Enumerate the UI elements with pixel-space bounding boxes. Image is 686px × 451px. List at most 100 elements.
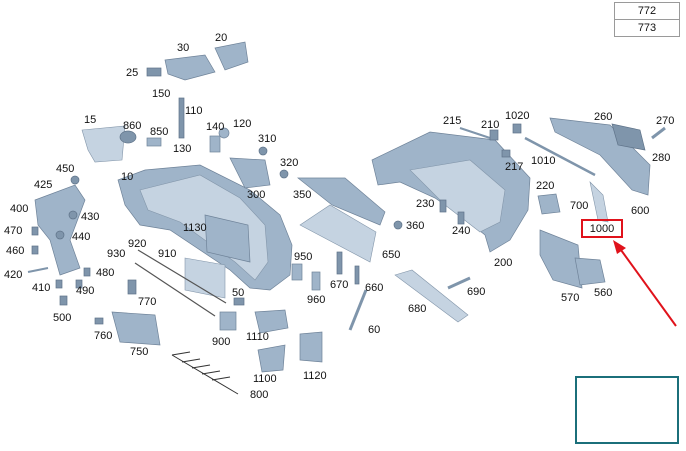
part-280[interactable]	[611, 123, 646, 151]
part-570[interactable]	[539, 229, 583, 289]
reference-cell-2[interactable]: 773	[614, 19, 680, 37]
cable-920[interactable]	[137, 249, 227, 304]
label-240: 240	[452, 225, 470, 237]
label-200: 200	[494, 257, 512, 269]
part-690[interactable]	[447, 276, 471, 290]
label-280: 280	[652, 152, 670, 164]
label-950: 950	[294, 251, 312, 263]
label-500: 500	[53, 312, 71, 324]
label-110: 110	[185, 105, 203, 117]
part-410[interactable]	[55, 279, 63, 289]
label-900: 900	[212, 336, 230, 348]
label-25: 25	[126, 67, 138, 79]
label-10: 10	[121, 171, 133, 183]
part-60[interactable]	[348, 289, 368, 331]
part-430[interactable]	[68, 210, 78, 220]
part-1100[interactable]	[257, 344, 286, 373]
part-1010[interactable]	[524, 136, 596, 177]
part-670[interactable]	[336, 251, 343, 275]
part-1110[interactable]	[254, 309, 289, 334]
part-910[interactable]	[184, 257, 226, 299]
label-560: 560	[594, 287, 612, 299]
part-140[interactable]	[209, 135, 221, 153]
part-850[interactable]	[146, 137, 162, 147]
label-1120: 1120	[303, 370, 327, 382]
label-425: 425	[34, 179, 52, 191]
highlighted-part-callout[interactable]: 1000	[581, 219, 623, 238]
label-1010: 1010	[531, 155, 555, 167]
part-120[interactable]	[218, 127, 230, 139]
label-670: 670	[330, 279, 348, 291]
part-960[interactable]	[311, 271, 321, 291]
label-350: 350	[293, 189, 311, 201]
part-490[interactable]	[75, 279, 83, 289]
part-470[interactable]	[31, 226, 39, 236]
part-560[interactable]	[574, 257, 606, 286]
part-25[interactable]	[146, 67, 162, 77]
label-480: 480	[96, 267, 114, 279]
label-400: 400	[10, 203, 28, 215]
part-450[interactable]	[70, 175, 80, 185]
label-920: 920	[128, 238, 146, 250]
label-430: 430	[81, 211, 99, 223]
part-770[interactable]	[127, 279, 137, 295]
label-140: 140	[206, 121, 224, 133]
label-690: 690	[467, 286, 485, 298]
label-50: 50	[232, 287, 244, 299]
part-310[interactable]	[258, 146, 268, 156]
label-440: 440	[72, 231, 90, 243]
part-760[interactable]	[94, 317, 104, 325]
part-900[interactable]	[219, 311, 237, 331]
part-680[interactable]	[394, 269, 469, 323]
part-270[interactable]	[651, 126, 666, 140]
label-750: 750	[130, 346, 148, 358]
part-440[interactable]	[55, 230, 65, 240]
label-760: 760	[94, 330, 112, 342]
part-30[interactable]	[164, 54, 216, 81]
part-420[interactable]	[27, 267, 49, 273]
part-320[interactable]	[279, 169, 289, 179]
part-230[interactable]	[439, 199, 447, 213]
label-960: 960	[307, 294, 325, 306]
part-950[interactable]	[291, 263, 303, 281]
part-50[interactable]	[233, 297, 245, 306]
overview-thumbnail[interactable]	[575, 376, 679, 444]
part-20[interactable]	[214, 41, 249, 71]
part-860[interactable]	[119, 130, 137, 144]
part-360[interactable]	[393, 220, 403, 230]
impact-absorber[interactable]	[81, 125, 126, 163]
part-220[interactable]	[537, 193, 561, 215]
part-110[interactable]	[178, 97, 185, 139]
part-215[interactable]	[459, 127, 491, 139]
part-1020[interactable]	[512, 123, 522, 134]
label-910: 910	[158, 248, 176, 260]
label-220: 220	[536, 180, 554, 192]
part-1130[interactable]	[204, 214, 251, 263]
part-210[interactable]	[489, 129, 499, 141]
part-240[interactable]	[457, 211, 465, 225]
part-300[interactable]	[229, 157, 271, 189]
part-1120[interactable]	[299, 331, 323, 363]
label-800: 800	[250, 389, 268, 401]
label-660: 660	[365, 282, 383, 294]
label-30: 30	[177, 42, 189, 54]
left-bumper-bracket[interactable]	[34, 184, 86, 276]
part-350[interactable]	[296, 177, 386, 226]
label-460: 460	[6, 245, 24, 257]
part-460[interactable]	[31, 245, 39, 255]
part-217[interactable]	[501, 149, 511, 158]
label-270: 270	[656, 115, 674, 127]
label-650: 650	[382, 249, 400, 261]
label-210: 210	[481, 119, 499, 131]
part-700[interactable]	[589, 181, 609, 223]
part-750[interactable]	[111, 311, 161, 346]
cable-930[interactable]	[134, 262, 216, 317]
label-420: 420	[4, 269, 22, 281]
part-500[interactable]	[59, 295, 68, 306]
part-800-clip-set[interactable]	[171, 351, 239, 395]
label-860: 860	[123, 120, 141, 132]
part-480[interactable]	[83, 267, 91, 277]
part-660[interactable]	[354, 265, 360, 285]
part-650[interactable]	[299, 204, 377, 263]
